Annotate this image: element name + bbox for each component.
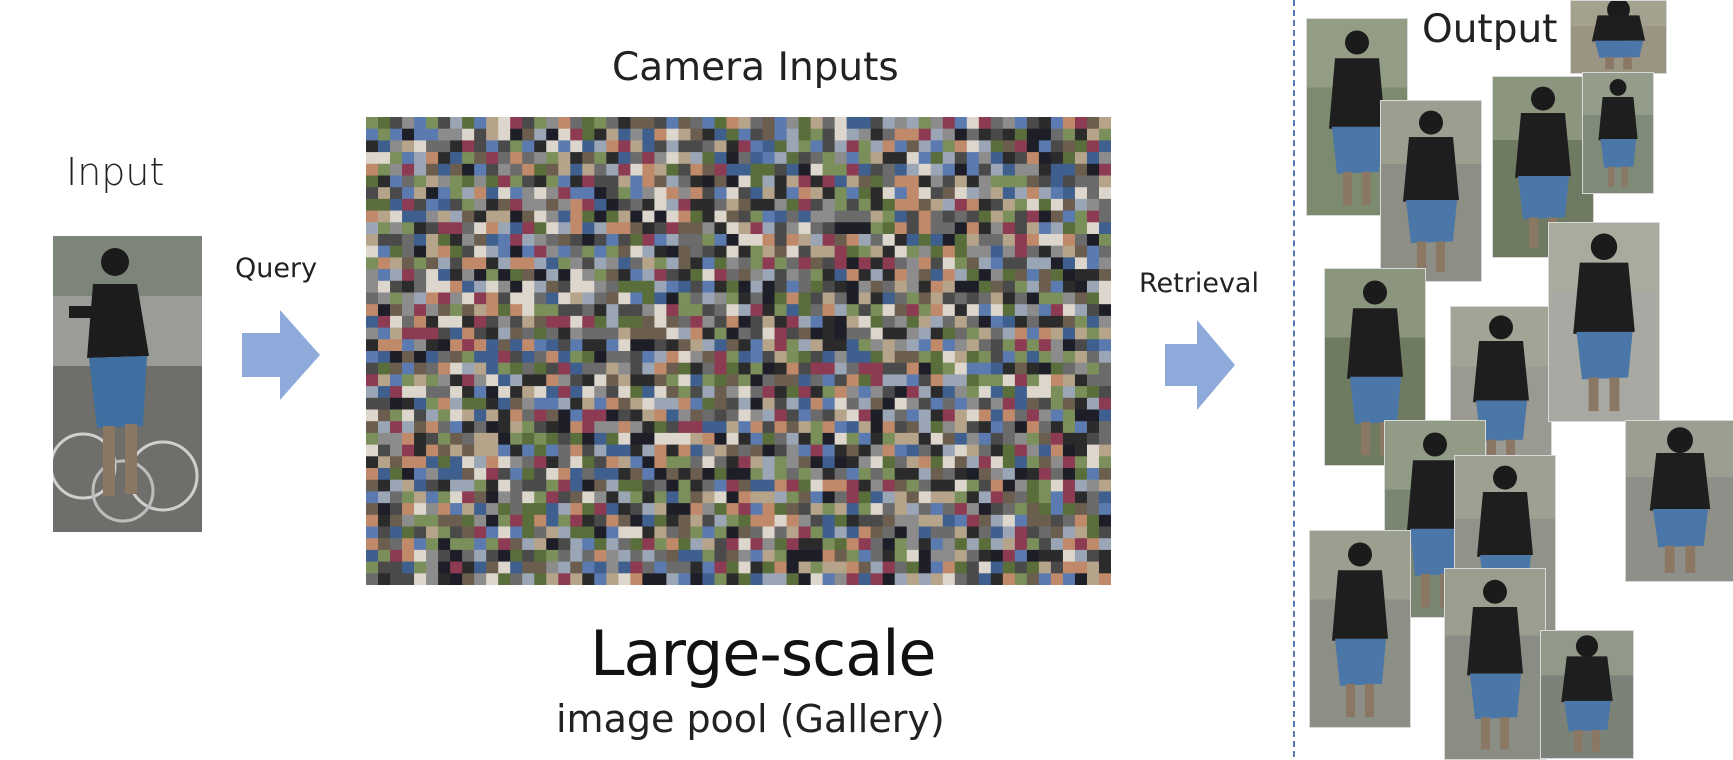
output-image xyxy=(1625,420,1733,582)
gallery-mosaic xyxy=(366,117,1111,585)
output-image xyxy=(1309,530,1411,728)
query-arrow-icon xyxy=(242,310,320,400)
output-image xyxy=(1450,306,1552,478)
retrieval-label: Retrieval xyxy=(1139,268,1259,299)
output-image xyxy=(1540,630,1634,759)
query-person-image xyxy=(53,236,202,532)
query-label: Query xyxy=(235,253,318,284)
output-image xyxy=(1444,568,1546,760)
input-label: Input xyxy=(66,150,165,194)
image-pool-label: image pool (Gallery) xyxy=(556,697,945,741)
output-image xyxy=(1492,76,1594,258)
output-collage xyxy=(1300,0,1733,760)
camera-inputs-label: Camera Inputs xyxy=(612,45,899,90)
output-divider xyxy=(1293,0,1295,757)
output-image xyxy=(1548,222,1660,422)
large-scale-heading: Large-scale xyxy=(590,617,937,690)
output-image xyxy=(1582,72,1654,194)
output-image xyxy=(1570,0,1667,74)
output-image xyxy=(1380,100,1482,282)
retrieval-arrow-icon xyxy=(1165,320,1235,410)
output-label: Output xyxy=(1422,7,1558,52)
